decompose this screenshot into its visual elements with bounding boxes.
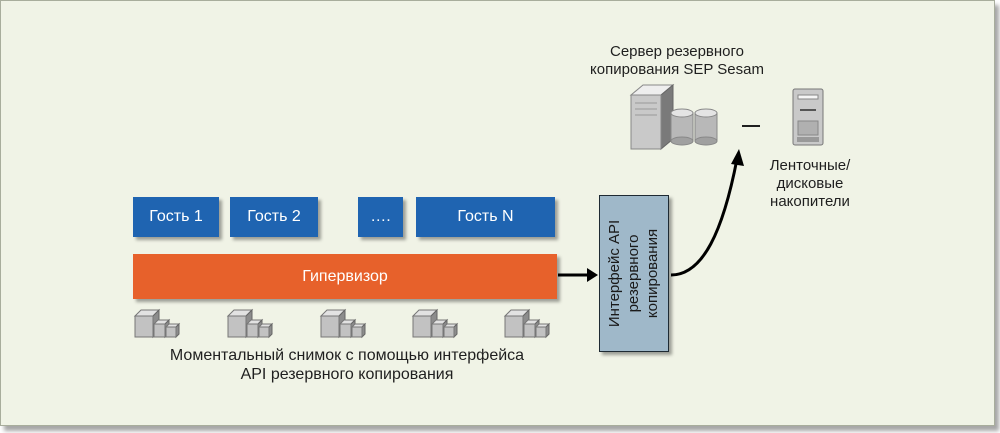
diagram-frame: Гость 1 Гость 2 …. Гость N Гипервизор Ин… bbox=[0, 0, 995, 426]
arrows-overlay bbox=[558, 149, 744, 282]
server-icon bbox=[629, 83, 718, 151]
connector-dash bbox=[742, 125, 760, 127]
guest-ellipsis-label: …. bbox=[370, 208, 391, 225]
hypervisor-bar: Гипервизор bbox=[133, 254, 557, 299]
tape-drive-icon bbox=[792, 88, 824, 146]
hypervisor-to-api-arrow bbox=[558, 268, 598, 282]
snapshot-icon bbox=[411, 308, 459, 339]
storage-label: Ленточные/ дисковые накопители bbox=[769, 157, 851, 210]
backup-api-box: Интерфейс API резервного копирования bbox=[599, 195, 669, 352]
guest-ellipsis-box: …. bbox=[358, 197, 403, 237]
hypervisor-label: Гипервизор bbox=[302, 267, 388, 285]
snapshot-icon bbox=[133, 308, 181, 339]
snapshot-icon bbox=[319, 308, 367, 339]
guest-n-box: Гость N bbox=[416, 197, 555, 237]
guest-2-box: Гость 2 bbox=[230, 197, 318, 237]
snapshot-caption: Моментальный снимок с помощью интерфейса… bbox=[169, 347, 525, 383]
guest-1-box: Гость 1 bbox=[133, 197, 219, 237]
snapshot-icon bbox=[503, 308, 551, 339]
snapshot-icon bbox=[226, 308, 274, 339]
guest-2-label: Гость 2 bbox=[247, 208, 301, 225]
api-to-storage-arrow bbox=[670, 149, 744, 277]
backup-server-label: Сервер резервного копирования SEP Sesam bbox=[590, 43, 764, 78]
guest-n-label: Гость N bbox=[457, 208, 514, 225]
guest-1-label: Гость 1 bbox=[149, 208, 203, 225]
